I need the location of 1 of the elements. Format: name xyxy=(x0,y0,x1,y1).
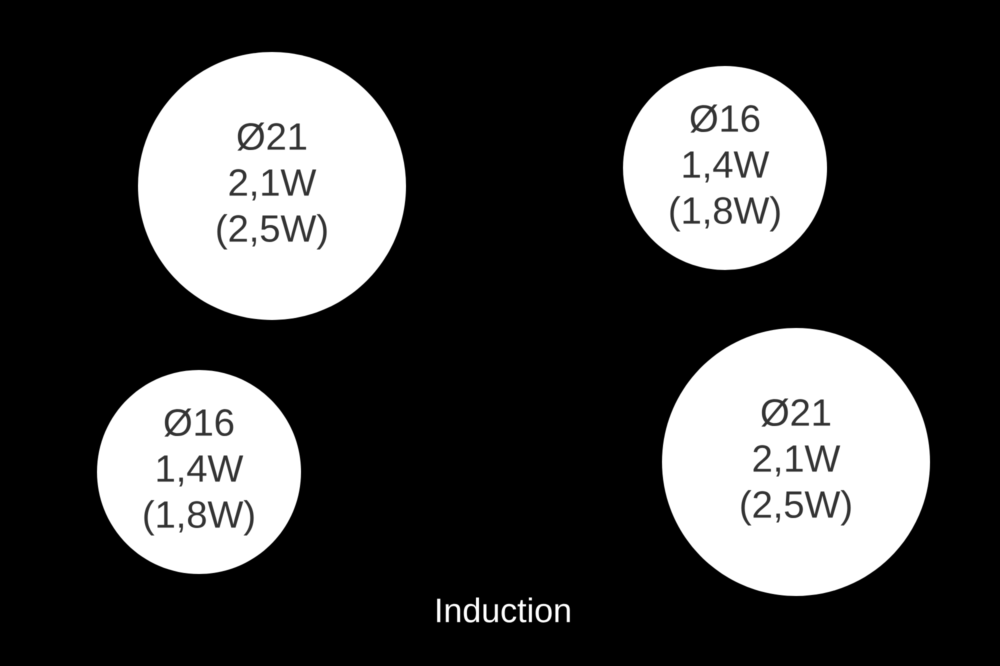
cooktop-label: Induction xyxy=(437,598,570,622)
